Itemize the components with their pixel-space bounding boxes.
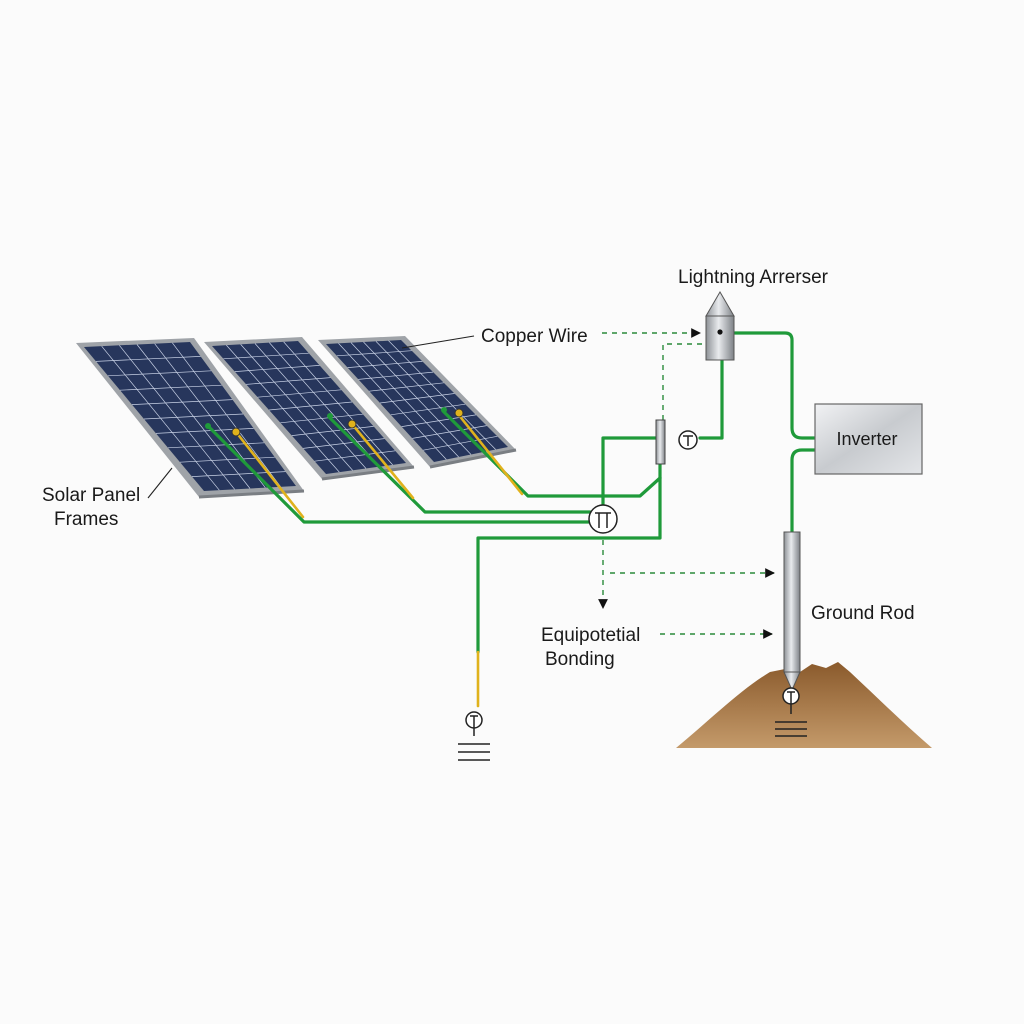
panel-cells [212,341,406,474]
copper-wire-leader [401,335,475,349]
lightning-arrester-icon [705,291,735,361]
ground-rod-label: Ground Rod [811,603,915,624]
ground-wires [206,331,817,654]
panel-cell-grid [95,340,498,491]
ground-symbol-icon [458,711,490,761]
solar-panel-label-line1: Solar Panel [42,485,140,506]
solar-panel-2 [204,337,415,481]
bus-bar [655,419,666,465]
solar-panel-leader [147,467,173,499]
inverter [814,403,923,475]
soil-mound [676,662,932,748]
lightning-arrester-label: Lightning Arrerser [678,267,829,288]
inverter-label: Inverter [836,429,897,449]
dashed-arrows [598,328,775,639]
copper-wire-label: Copper Wire [481,326,588,347]
junction-terminal-icon [588,504,618,534]
panel-terminals [205,407,464,437]
bonding-jumpers [234,412,524,708]
ground-symbol-icon [775,687,807,737]
ground-rod [783,531,801,692]
bonding-label-line2: Bonding [545,649,615,670]
solar-panel-label-line2: Frames [54,509,118,530]
junction-terminal-icon [678,430,698,450]
bonding-label-line1: Equipotetial [541,625,640,646]
